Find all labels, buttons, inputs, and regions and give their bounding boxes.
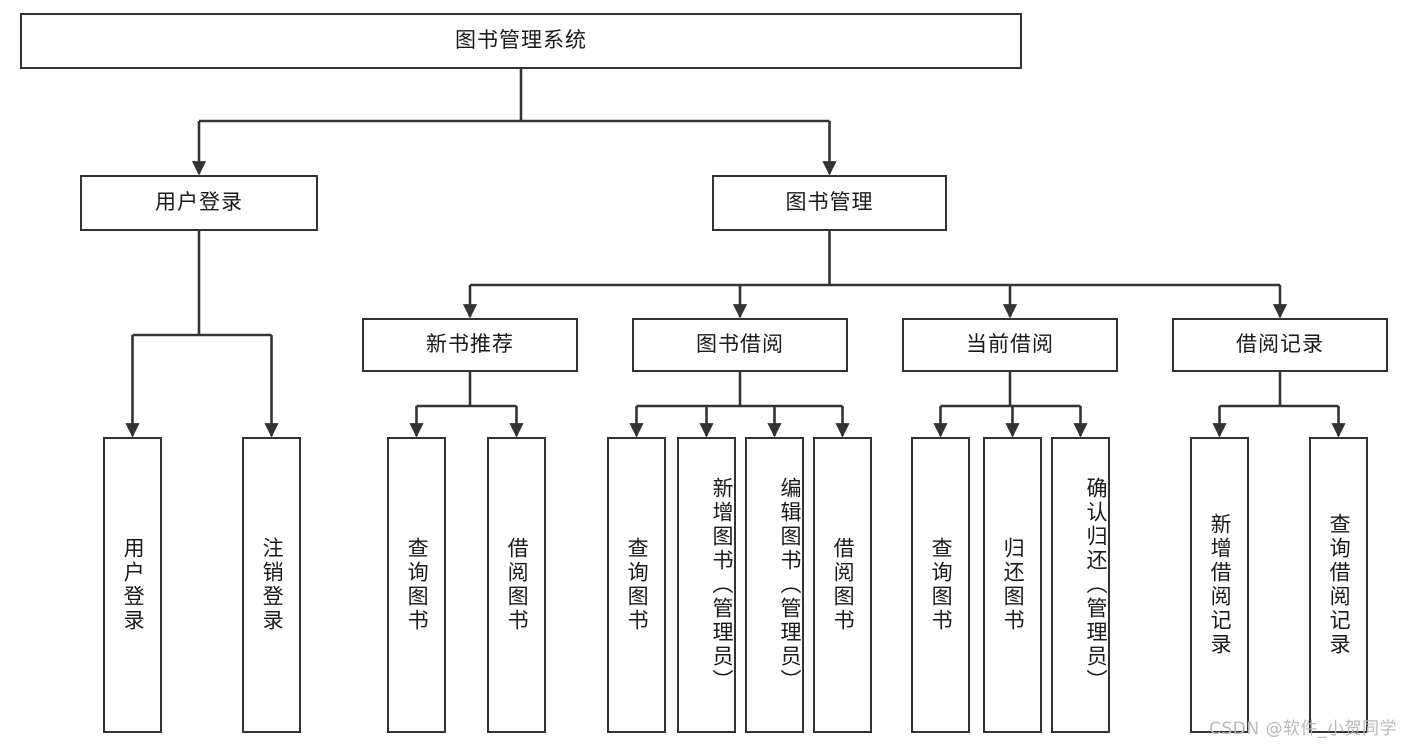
node-leaf-query-book-1[interactable]: 查询图书 — [387, 437, 446, 733]
node-current-borrow[interactable]: 当前借阅 — [902, 318, 1118, 372]
node-leaf-return-book[interactable]: 归还图书 — [983, 437, 1042, 733]
node-label: 查询图书 — [929, 537, 954, 633]
node-borrow-record[interactable]: 借阅记录 — [1172, 318, 1388, 372]
node-new-book-recommend[interactable]: 新书推荐 — [362, 318, 578, 372]
node-leaf-borrow-book-1[interactable]: 借阅图书 — [487, 437, 546, 733]
node-leaf-user-logout[interactable]: 注销登录 — [242, 437, 301, 733]
node-label: 图书借阅 — [696, 332, 784, 357]
node-leaf-query-record[interactable]: 查询借阅记录 — [1309, 437, 1368, 733]
node-label: 新增借阅记录 — [1208, 513, 1233, 657]
node-label: 用户登录 — [121, 537, 146, 633]
node-label: 查询图书 — [405, 537, 430, 633]
node-label: 图书管理系统 — [455, 28, 587, 53]
node-leaf-confirm-return[interactable]: 确认归还（管理员） — [1051, 437, 1110, 733]
node-label: 查询借阅记录 — [1327, 513, 1352, 657]
node-book-manage[interactable]: 图书管理 — [712, 175, 947, 231]
node-book-borrow[interactable]: 图书借阅 — [632, 318, 848, 372]
node-label: 查询图书 — [625, 537, 650, 633]
node-label: 新增图书（管理员） — [710, 477, 734, 693]
node-label: 当前借阅 — [966, 332, 1054, 357]
node-label: 图书管理 — [785, 190, 874, 215]
node-leaf-add-book[interactable]: 新增图书（管理员） — [677, 437, 736, 733]
node-label: 注销登录 — [260, 537, 285, 633]
node-leaf-query-book-3[interactable]: 查询图书 — [911, 437, 970, 733]
node-label: 归还图书 — [1001, 537, 1026, 633]
node-leaf-query-book-2[interactable]: 查询图书 — [607, 437, 666, 733]
node-label: 编辑图书（管理员） — [778, 477, 802, 693]
node-label: 借阅图书 — [831, 537, 856, 633]
node-label: 新书推荐 — [426, 332, 514, 357]
node-label: 确认归还（管理员） — [1084, 477, 1108, 693]
node-label: 用户登录 — [155, 190, 243, 215]
node-user-login[interactable]: 用户登录 — [80, 175, 318, 231]
node-root[interactable]: 图书管理系统 — [20, 13, 1022, 69]
node-leaf-borrow-book-2[interactable]: 借阅图书 — [813, 437, 872, 733]
csdn-watermark: CSDN @软件_小贺同学 — [1209, 719, 1397, 739]
node-leaf-user-login[interactable]: 用户登录 — [103, 437, 162, 733]
node-leaf-add-record[interactable]: 新增借阅记录 — [1190, 437, 1249, 733]
node-leaf-edit-book[interactable]: 编辑图书（管理员） — [745, 437, 804, 733]
node-label: 借阅记录 — [1236, 332, 1324, 357]
node-label: 借阅图书 — [505, 537, 530, 633]
